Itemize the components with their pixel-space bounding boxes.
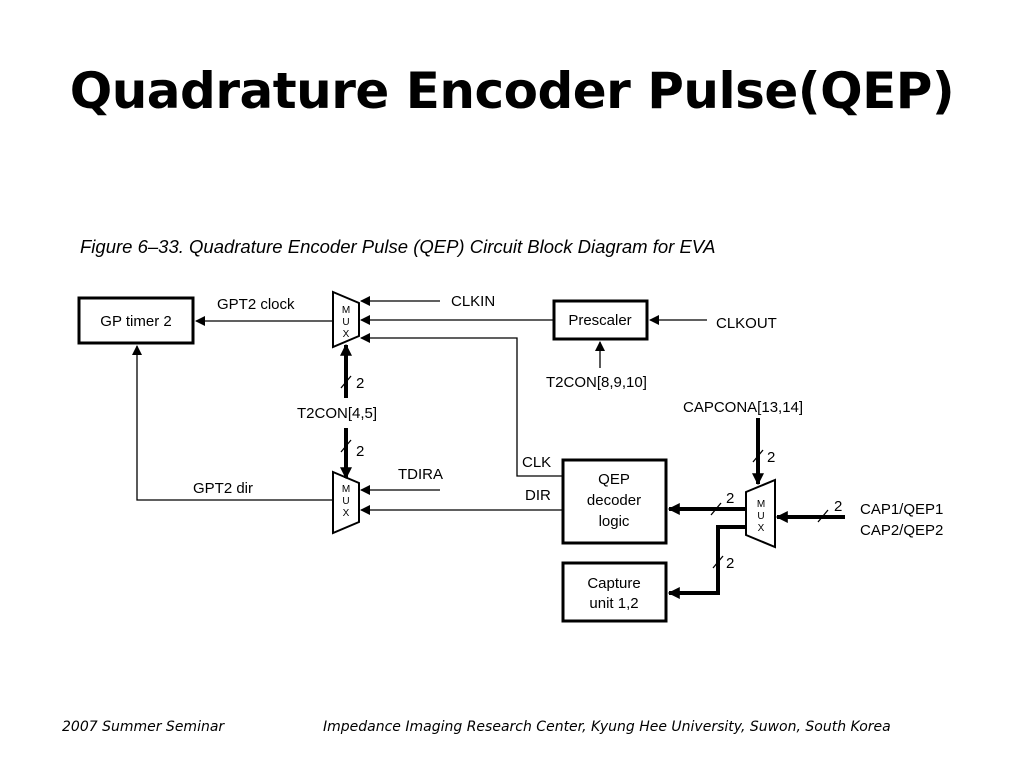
prescaler-label: Prescaler	[568, 312, 631, 329]
bus-width-capture: 2	[726, 555, 734, 572]
qep-decoder-label-line-3: logic	[599, 513, 630, 530]
mux-to-capture-unit-bus	[667, 525, 746, 599]
capcona-label: CAPCONA[13,14]	[683, 399, 803, 416]
bus-width-capcona: 2	[767, 449, 775, 466]
capture-input-mux	[745, 478, 776, 549]
bus-slash-qep-decoder	[710, 502, 722, 516]
t2con-prescale-label: T2CON[8,9,10]	[546, 374, 647, 391]
gpt2-dir-label: GPT2 dir	[193, 480, 253, 497]
direction-mux	[332, 470, 360, 535]
clkin-label: CLKIN	[451, 293, 495, 310]
clock-mux-letter-m: M	[342, 305, 350, 316]
slide-title: Quadrature Encoder Pulse(QEP)	[69, 62, 955, 120]
gp-timer-2-label: GP timer 2	[100, 313, 171, 330]
gpt2-dir-line	[132, 345, 333, 501]
figure-caption: Figure 6–33. Quadrature Encoder Pulse (Q…	[80, 236, 716, 257]
capture-mux-letter-m: M	[757, 499, 765, 510]
bus-slash-capcona	[752, 449, 764, 463]
gpt2-clock-label: GPT2 clock	[217, 296, 295, 313]
qep-decoder-label-line-1: QEP	[598, 471, 630, 488]
bus-width-t2con-lower: 2	[356, 443, 364, 460]
direction-mux-letter-m: M	[342, 484, 350, 495]
gp-timer-2-block	[77, 296, 195, 345]
tdira-label: TDIRA	[398, 466, 443, 483]
bus-slash-t2con-upper	[340, 375, 352, 389]
capture-mux-letter-u: U	[757, 511, 764, 522]
direction-mux-letter-x: X	[343, 508, 350, 519]
cap2-qep2-label: CAP2/QEP2	[860, 522, 943, 539]
clkout-label: CLKOUT	[716, 315, 777, 332]
bus-slash-cap-qep	[817, 509, 829, 523]
clk-label: CLK	[522, 454, 551, 471]
dir-label: DIR	[525, 487, 551, 504]
capture-unit-label-line-2: unit 1,2	[589, 595, 638, 612]
clock-mux	[332, 290, 360, 349]
bus-width-t2con-upper: 2	[356, 375, 364, 392]
prescaler-block	[552, 299, 649, 341]
qep-decoder-logic-block	[561, 458, 668, 545]
footer-seminar: 2007 Summer Seminar	[62, 719, 225, 735]
qep-clk-line	[360, 333, 563, 477]
capture-unit-block	[561, 561, 668, 623]
footer-institution: Impedance Imaging Research Center, Kyung…	[323, 719, 891, 735]
bus-width-qep-decoder: 2	[726, 490, 734, 507]
qep-decoder-label-line-2: decoder	[587, 492, 641, 509]
bus-slash-t2con-lower	[340, 439, 352, 453]
clock-mux-letter-x: X	[343, 329, 350, 340]
clock-mux-letter-u: U	[342, 317, 349, 328]
t2con-select-label: T2CON[4,5]	[297, 405, 377, 422]
capture-unit-label-line-1: Capture	[587, 575, 640, 592]
direction-mux-letter-u: U	[342, 496, 349, 507]
capture-mux-letter-x: X	[758, 523, 765, 534]
bus-width-cap-qep: 2	[834, 498, 842, 515]
bus-slash-capture	[712, 555, 724, 569]
cap1-qep1-label: CAP1/QEP1	[860, 501, 943, 518]
